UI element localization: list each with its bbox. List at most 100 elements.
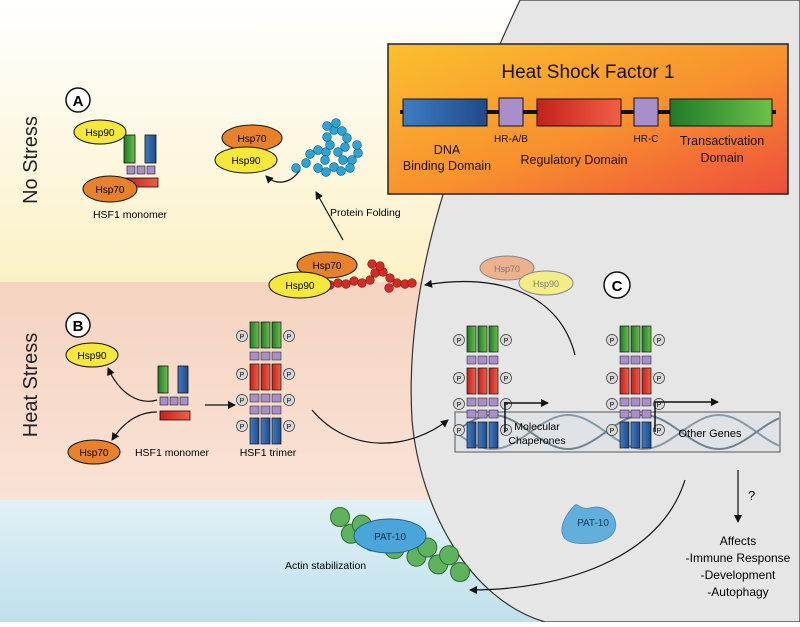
hsp70-label: Hsp70 (80, 448, 109, 459)
phospho-circle (453, 334, 465, 346)
hr-ab-block (498, 97, 524, 127)
hsp70-label: Hsp70 (494, 264, 520, 274)
protein-bead (367, 259, 377, 269)
panel-c-letter: C (612, 278, 623, 295)
transcription-start-arrow-2 (654, 398, 719, 432)
trimer-hr-ab (466, 397, 477, 407)
monomer-a-hr (136, 165, 146, 175)
protein-bead (352, 140, 362, 150)
phospho-label: P (657, 428, 662, 435)
phospho-label: P (657, 402, 662, 409)
no-stress-label: No Stress (20, 116, 42, 204)
trimer-dna-binding-domain (271, 417, 282, 445)
hsp70-label: Hsp70 (238, 134, 267, 145)
protein-bead (313, 163, 323, 173)
hsp70-blob (82, 175, 138, 203)
regulatory-domain-label: Regulatory Domain (521, 153, 628, 167)
phospho-label: P (457, 402, 462, 409)
trimer-dna-binding-domain (488, 421, 499, 449)
trimer-transactivation-domain (260, 321, 271, 349)
phospho-circle (236, 330, 248, 342)
trimer-hr-ab (249, 393, 260, 403)
trimer-transactivation-domain (488, 325, 499, 353)
trimer-hr-ab (630, 409, 641, 419)
protein-bead (353, 148, 363, 158)
protein-bead (333, 147, 343, 157)
protein-bead (336, 166, 346, 176)
phospho-label: P (240, 334, 245, 341)
trimer-regulatory-domain (249, 363, 260, 391)
protein-bead (291, 163, 301, 173)
phospho-label: P (504, 428, 509, 435)
phospho-label: P (457, 338, 462, 345)
effect-item: -Immune Response (686, 551, 791, 565)
trimer-dna-binding-domain (260, 417, 271, 445)
monomer-b-red (159, 410, 191, 421)
phospho-circle (453, 424, 465, 436)
monomer-b-hr (179, 396, 189, 406)
phospho-label: P (504, 376, 509, 383)
protein-bead (313, 145, 323, 155)
panel-b-monomer-label: HSF1 monomer (135, 447, 210, 459)
trimer-dna-binding-domain (466, 421, 477, 449)
phospho-label: P (657, 376, 662, 383)
phospho-circle (500, 398, 512, 410)
trimer-hr-ab (619, 409, 630, 419)
domain-map-title: Heat Shock Factor 1 (501, 62, 674, 83)
trimer-hr-ab (641, 397, 652, 407)
trimer-hr-ab (477, 409, 488, 419)
effect-item: -Autophagy (707, 585, 768, 599)
trimer-hr-ab (488, 409, 499, 419)
protein-bead (301, 158, 311, 168)
protein-bead (331, 118, 341, 128)
molecular-chaperones-label-line1: Molecular (514, 421, 560, 433)
actin-stabilization-label: Actin stabilization (285, 560, 366, 572)
hsp70-blob (479, 255, 535, 281)
phospho-label: P (610, 338, 615, 345)
phospho-label: P (504, 402, 509, 409)
trimer-transactivation-domain (477, 325, 488, 353)
affects-heading: Affects (720, 534, 756, 548)
trimer-hr-ab (271, 393, 282, 403)
protein-bead (349, 276, 359, 286)
chaperone-client-complex: Hsp70 Hsp90 (268, 251, 417, 299)
protein-bead (340, 142, 350, 152)
phospho-circle (453, 398, 465, 410)
phospho-circle (500, 372, 512, 384)
trimer-regulatory-domain (477, 367, 488, 395)
hsf1-domain-map: Heat Shock Factor 1 DNA Binding Domain H… (387, 43, 789, 195)
folded-protein (291, 118, 363, 177)
trimer-hr-ab (641, 409, 652, 419)
phospho-circle (283, 394, 295, 406)
protein-bead (375, 261, 385, 271)
trimer-transactivation-domain (619, 325, 630, 353)
panel-a: A Hsp90 Hsp70 HSF1 monomer Hsp70 Hsp90 P… (65, 87, 401, 241)
monomer-a-green (123, 134, 136, 164)
panel-b-trimer-label: HSF1 trimer (240, 447, 297, 459)
dna-binding-domain-block (402, 98, 488, 127)
actin-filament-group: PAT-10 Actin stabilization (285, 507, 470, 582)
regulatory-domain-block (536, 98, 622, 127)
monomer-a-hr (146, 165, 156, 175)
protein-bead (342, 133, 352, 143)
hr-ab-label: HR-A/B (494, 134, 528, 145)
trimer-hr-ab (630, 397, 641, 407)
trimer-hr-ab (260, 393, 271, 403)
protein-bead (305, 149, 315, 159)
monomer-b-green (157, 365, 169, 394)
dna-binding-label-line1: DNA (434, 143, 461, 157)
protein-bead (320, 155, 330, 165)
dna-backbone (454, 413, 780, 451)
actin-bead (439, 545, 460, 566)
pat10-label-nuclear: PAT-10 (577, 518, 609, 529)
pat10-blob-nuclear (561, 504, 617, 544)
phospho-circle (653, 424, 665, 436)
actin-filament (330, 507, 470, 582)
trimer-hr-ab (466, 409, 477, 419)
trimer-hr-ab (260, 405, 271, 415)
